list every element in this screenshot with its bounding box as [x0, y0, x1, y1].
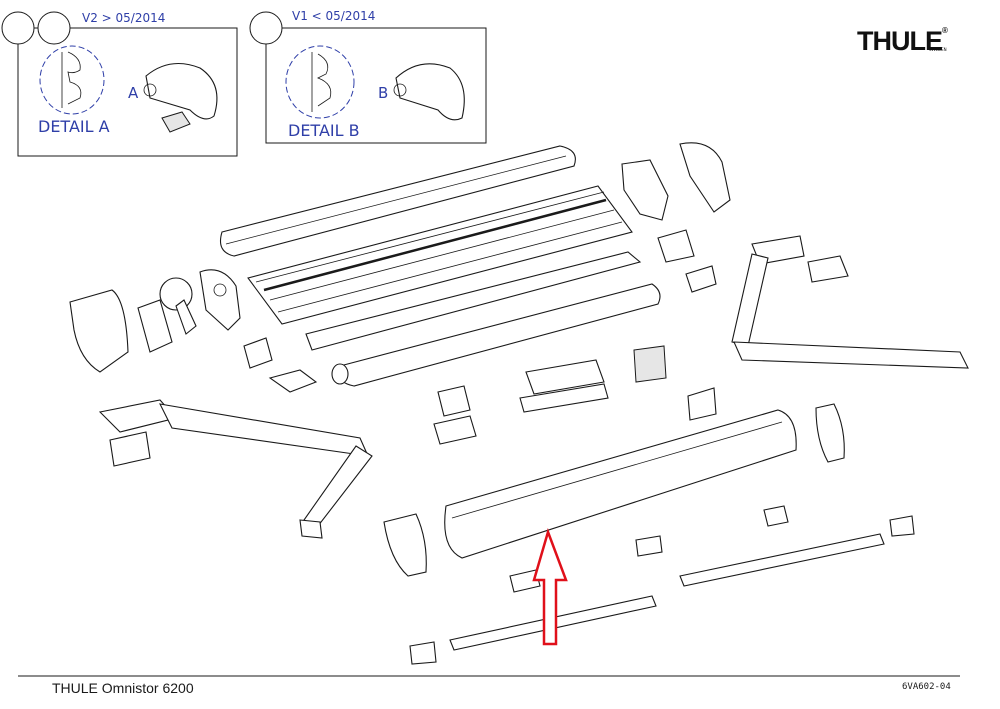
- detail-caption: DETAIL B: [288, 121, 360, 140]
- left-brackets: [243, 337, 318, 393]
- main-casing-profile: [247, 185, 633, 325]
- end-cap-part: [145, 62, 218, 120]
- logo-registered-mark: ®: [942, 26, 948, 35]
- profile-detail: [311, 52, 332, 112]
- drawing-code: 6VA602-04: [902, 682, 951, 692]
- lower-support-left: [409, 569, 657, 665]
- version-label: V2 > 05/2014: [82, 11, 165, 25]
- front-profile: [305, 251, 642, 351]
- right-arm: [731, 235, 969, 369]
- front-lid: [444, 409, 797, 559]
- insert-block: [161, 111, 191, 133]
- blank-callout-circle: [249, 11, 283, 45]
- callout-letter: A: [128, 84, 139, 102]
- lid-end-caps: [383, 403, 845, 577]
- left-end-cover: [69, 289, 173, 373]
- up-arrow-icon: [532, 528, 568, 646]
- callout-letter: B: [378, 84, 388, 102]
- logo-subtext: SWEDEN: [929, 47, 947, 52]
- detail-panel-a: V2 > 05/2014 DETAIL A A: [1, 11, 238, 157]
- profile-detail: [61, 51, 82, 108]
- detail-caption: DETAIL A: [38, 117, 110, 136]
- detail-panel-b: V1 < 05/2014 DETAIL B B: [249, 9, 487, 144]
- blank-callout-circle: [1, 11, 35, 45]
- version-label: V1 < 05/2014: [292, 9, 375, 23]
- right-gear-unit: [621, 142, 731, 293]
- left-gear-unit: [159, 269, 241, 335]
- left-arm: [98, 399, 373, 539]
- top-cover-profile: [219, 145, 576, 257]
- roller-tube: [331, 283, 661, 387]
- blank-callout-circle: [37, 11, 71, 45]
- detail-circle: [39, 45, 105, 115]
- end-cap-part: [395, 63, 465, 121]
- middle-small-parts: [433, 345, 717, 445]
- lower-support-right: [635, 505, 915, 587]
- thule-logo: THULE®: [857, 26, 948, 56]
- product-title: THULE Omnistor 6200: [52, 680, 194, 696]
- detail-circle: [285, 45, 355, 119]
